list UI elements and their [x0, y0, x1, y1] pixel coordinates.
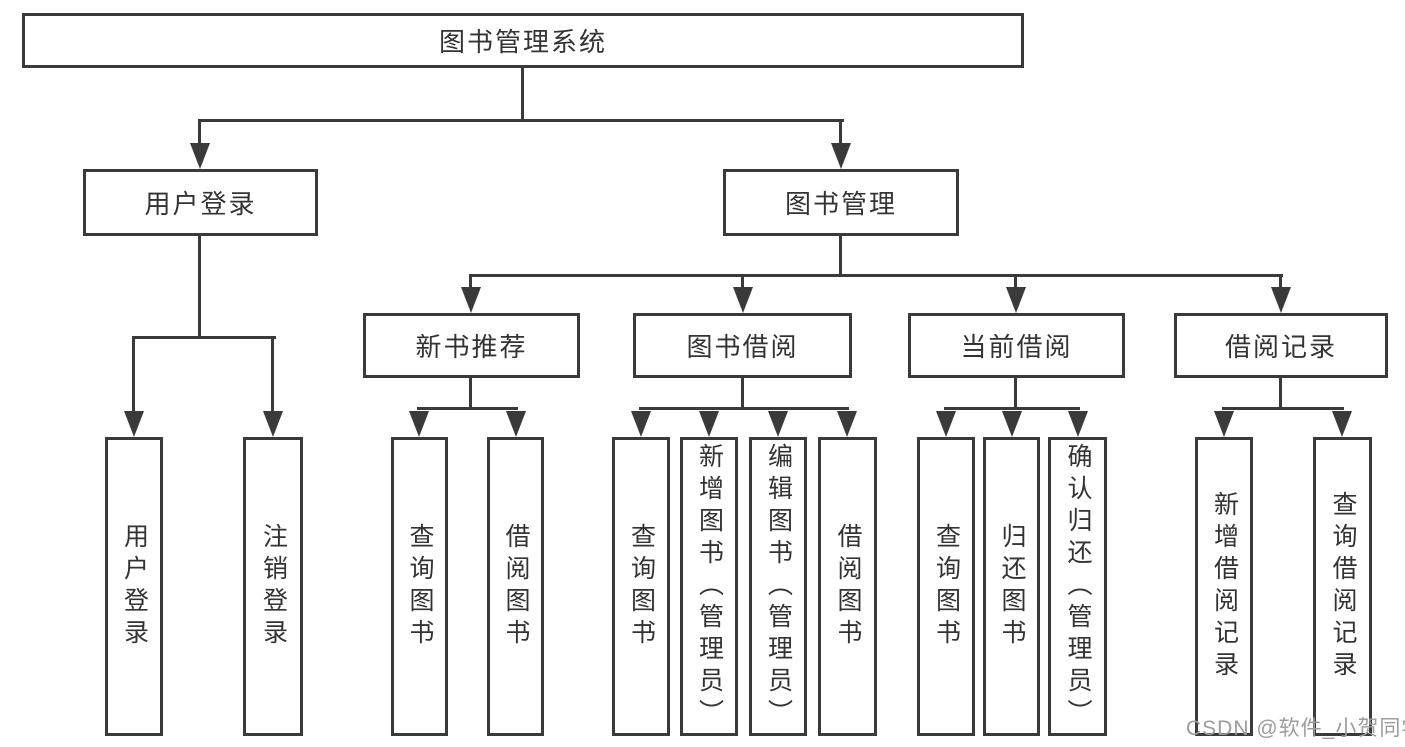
leaf-current-confirm-return: 确认归还（管理员） — [1048, 437, 1107, 736]
arrow-down-icon — [1068, 411, 1088, 437]
node-user-login-label: 用户登录 — [144, 189, 257, 219]
connector-borrow-records-split — [1222, 407, 1344, 410]
node-book-borrow-label: 图书借阅 — [686, 332, 799, 362]
leaf-rec-borrow-book: 借阅图书 — [487, 437, 544, 736]
node-book-management-label: 图书管理 — [784, 189, 897, 219]
watermark-text: CSDN @软件_小贺同学 — [1186, 717, 1405, 740]
connector-borrow-records-drop — [1279, 277, 1282, 287]
leaf-rec-query-book: 查询图书 — [391, 437, 448, 736]
connector-current-borrow-split — [944, 407, 1080, 410]
connector-book-borrow-drop — [741, 277, 744, 287]
leaf-borrow-edit-book: 编辑图书（管理员） — [749, 437, 807, 736]
node-current-borrow-label: 当前借阅 — [960, 332, 1073, 362]
leaf-borrow-query-book-label: 查询图书 — [627, 522, 656, 651]
arrow-down-icon — [837, 411, 857, 437]
leaf-current-return-book-label: 归还图书 — [998, 522, 1026, 651]
node-root-label: 图书管理系统 — [438, 27, 607, 57]
node-new-book-recommend-label: 新书推荐 — [415, 332, 528, 362]
connector-book-management-stem — [839, 236, 842, 277]
leaf-current-query-book: 查询图书 — [917, 437, 975, 736]
leaf-borrow-borrow-book: 借阅图书 — [818, 437, 877, 736]
leaf-borrow-query-book: 查询图书 — [612, 437, 670, 736]
arrow-down-icon — [1271, 287, 1291, 313]
leaf-user-login-label: 用户登录 — [120, 522, 149, 651]
arrow-down-icon — [506, 411, 526, 437]
arrow-down-icon — [936, 411, 956, 437]
arrow-down-icon — [190, 143, 210, 169]
leaf-records-query-record-label: 查询借阅记录 — [1329, 490, 1357, 683]
connector-new-book-stem — [469, 378, 472, 410]
leaf-current-query-book-label: 查询图书 — [932, 522, 961, 651]
node-user-login: 用户登录 — [83, 169, 318, 236]
leaf-user-login: 用户登录 — [105, 437, 163, 736]
leaf-logout: 注销登录 — [243, 437, 303, 736]
connector-user-login-split — [132, 336, 276, 339]
leaf-records-add-record: 新增借阅记录 — [1195, 437, 1253, 736]
connector-current-borrow-drop — [1014, 277, 1017, 287]
connector-borrow-records-stem — [1279, 378, 1282, 410]
arrow-down-icon — [1002, 411, 1022, 437]
arrow-down-icon — [263, 411, 283, 437]
connector-level2-split — [198, 119, 844, 122]
leaf-borrow-edit-book-label: 编辑图书（管理员） — [764, 442, 793, 731]
node-book-management: 图书管理 — [723, 169, 959, 236]
arrow-down-icon — [699, 411, 719, 437]
connector-new-book-drop — [469, 277, 472, 287]
connector-root-stem — [521, 68, 524, 122]
connector-new-book-split — [417, 407, 518, 410]
arrow-down-icon — [461, 287, 481, 313]
leaf-records-add-record-label: 新增借阅记录 — [1210, 490, 1239, 683]
node-borrow-records: 借阅记录 — [1174, 313, 1388, 378]
leaf-current-confirm-return-label: 确认归还（管理员） — [1064, 442, 1092, 731]
connector-login-drop — [132, 339, 135, 411]
arrow-down-icon — [1214, 411, 1234, 437]
arrow-down-icon — [733, 287, 753, 313]
connector-logout-drop — [271, 339, 274, 411]
connector-current-borrow-stem — [1014, 378, 1017, 410]
connector-user-login-stem — [198, 236, 201, 339]
connector-user-login-drop — [198, 122, 201, 144]
node-root: 图书管理系统 — [22, 13, 1024, 68]
arrow-down-icon — [768, 411, 788, 437]
arrow-down-icon — [409, 411, 429, 437]
node-borrow-records-label: 借阅记录 — [1224, 332, 1337, 362]
node-current-borrow: 当前借阅 — [908, 313, 1125, 378]
connector-book-borrow-split — [639, 407, 849, 410]
leaf-rec-query-book-label: 查询图书 — [406, 522, 434, 651]
node-book-borrow: 图书借阅 — [633, 313, 852, 378]
connector-book-management-drop — [839, 122, 842, 144]
leaf-rec-borrow-book-label: 借阅图书 — [502, 522, 530, 651]
leaf-current-return-book: 归还图书 — [983, 437, 1040, 736]
leaf-records-query-record: 查询借阅记录 — [1313, 437, 1372, 736]
arrow-down-icon — [1006, 287, 1026, 313]
leaf-borrow-borrow-book-label: 借阅图书 — [834, 522, 862, 651]
connector-book-borrow-stem — [741, 378, 744, 410]
connector-level3-split — [469, 274, 1283, 277]
arrow-down-icon — [831, 143, 851, 169]
leaf-borrow-add-book-label: 新增图书（管理员） — [695, 442, 724, 731]
leaf-logout-label: 注销登录 — [259, 522, 288, 651]
arrow-down-icon — [631, 411, 651, 437]
leaf-borrow-add-book: 新增图书（管理员） — [680, 437, 738, 736]
node-new-book-recommend: 新书推荐 — [363, 313, 580, 378]
arrow-down-icon — [1332, 411, 1352, 437]
arrow-down-icon — [124, 411, 144, 437]
